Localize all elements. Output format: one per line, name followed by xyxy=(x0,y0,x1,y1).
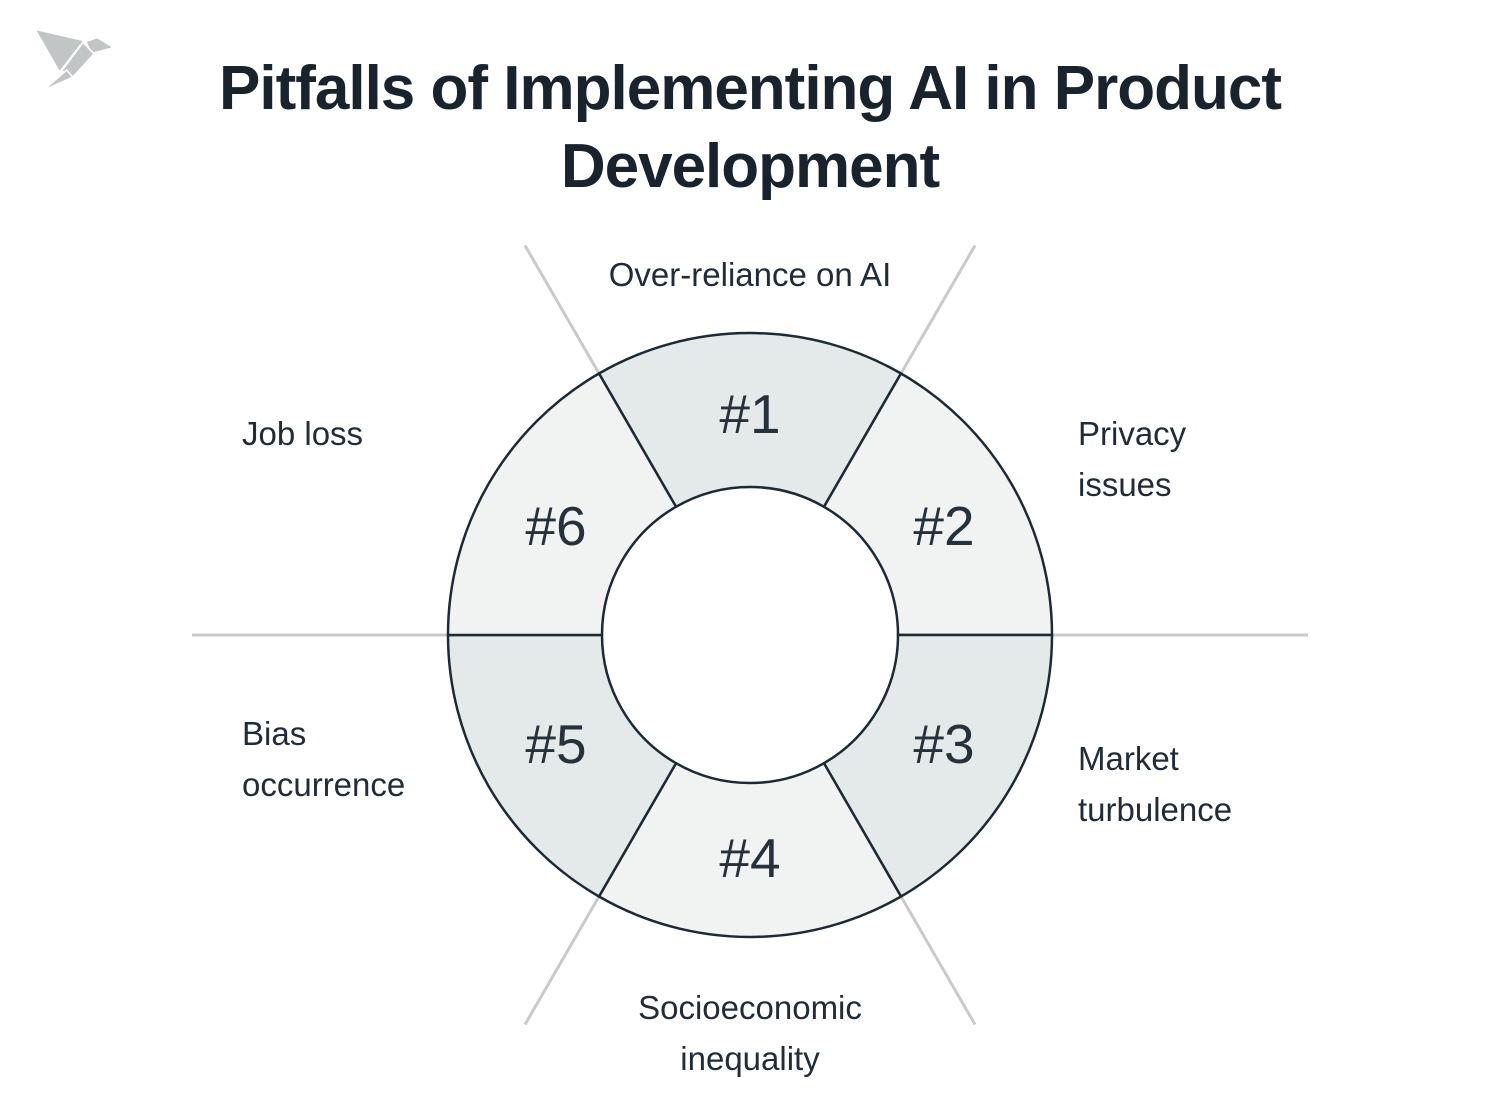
segment-number-2: #2 xyxy=(913,495,975,557)
label-market-turbulence: Market turbulence xyxy=(1078,740,1233,828)
guide-line-top-right xyxy=(899,244,977,375)
title-line-2: Development xyxy=(560,132,940,201)
segment-number-3: #3 xyxy=(913,713,975,775)
label-bias-occurrence: Bias occurrence xyxy=(242,715,406,803)
page-title: Pitfalls of Implementing AI in Product D… xyxy=(0,50,1500,206)
title-line-1: Pitfalls of Implementing AI in Product xyxy=(219,54,1282,123)
donut-segment-2 xyxy=(822,372,1054,637)
label-privacy-issues: Privacy issues xyxy=(1078,415,1187,503)
segment-number-5: #5 xyxy=(525,713,587,775)
donut-segment-4 xyxy=(597,761,903,939)
donut-segment-3 xyxy=(822,633,1054,898)
donut-segment-1 xyxy=(597,331,903,509)
bird-tail-facet xyxy=(42,69,74,92)
segment-number-1: #1 xyxy=(719,383,781,445)
guide-line-bottom-right xyxy=(899,895,977,1026)
label-socioeconomic-inequality: Socioeconomic inequality xyxy=(638,989,862,1077)
segment-number-6: #6 xyxy=(525,495,587,557)
label-job-loss: Job loss xyxy=(242,415,364,452)
origami-bird-icon xyxy=(34,28,115,92)
guide-line-top-left xyxy=(523,244,601,375)
label-over-reliance-on-ai: Over-reliance on AI xyxy=(608,256,892,293)
donut-segment-6 xyxy=(446,372,678,637)
guide-line-bottom-left xyxy=(523,895,601,1026)
segment-number-4: #4 xyxy=(719,827,781,889)
donut-segment-5 xyxy=(446,633,678,898)
